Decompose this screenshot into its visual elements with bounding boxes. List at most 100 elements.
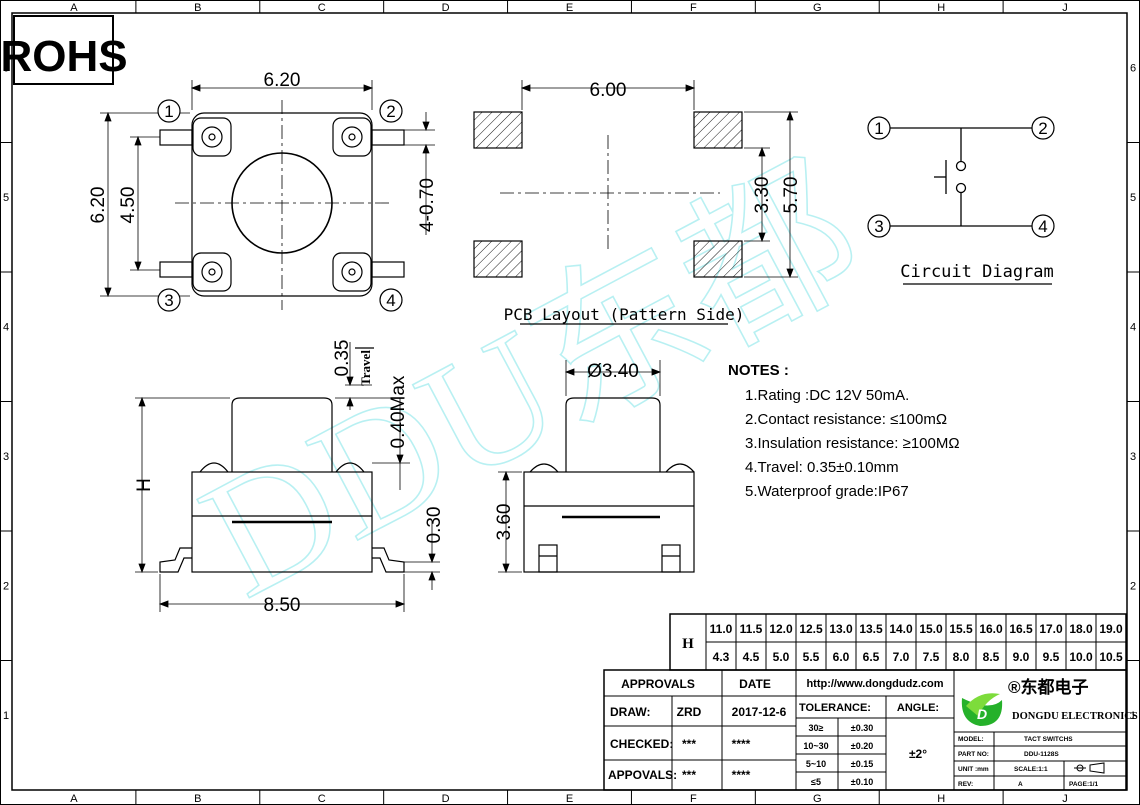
zone-col-bottom: C <box>318 793 326 805</box>
front-lead-left <box>538 544 558 573</box>
zone-col-top: F <box>690 2 697 14</box>
side-dome-left <box>199 462 229 473</box>
zone-row-right: 2 <box>1130 580 1136 592</box>
zone-col-bottom: D <box>442 793 450 805</box>
pcb-dim-inner: 3.30 <box>752 177 773 214</box>
h-table-top-cell: 19.0 <box>1099 622 1123 636</box>
pcb-pad-tr <box>693 111 743 149</box>
side-dome-right <box>335 462 365 473</box>
top-view <box>100 80 435 310</box>
zone-row-left: 6 <box>3 62 9 74</box>
h-table-top-cell: 18.0 <box>1069 622 1093 636</box>
pcb-dim-outer: 5.70 <box>781 177 802 214</box>
front-dim-dia: Ø3.40 <box>587 361 639 382</box>
scale-label: SCALE:1:1 <box>1014 766 1048 773</box>
top-pin-4: 4 <box>386 291 395 310</box>
h-table-top-cell: 13.5 <box>859 622 883 636</box>
tolerance-range-2: 10~30 <box>803 741 828 751</box>
h-table-bottom-cell: 8.5 <box>983 650 1000 664</box>
zone-col-top: E <box>566 2 573 14</box>
note-2: 2.Contact resistance: ≤100mΩ <box>745 411 947 428</box>
zone-col-bottom: J <box>1062 793 1068 805</box>
rev-value: A <box>1018 781 1023 788</box>
side-lead-right <box>372 547 405 573</box>
zone-row-right: 5 <box>1130 192 1136 204</box>
circuit-pin-1: 1 <box>874 119 883 138</box>
top-lead-1 <box>159 129 193 146</box>
h-table-top-cell: 11.0 <box>710 622 733 636</box>
rohs-label: ROHS <box>0 32 127 81</box>
circuit-diagram <box>890 127 1052 285</box>
angle-label: ANGLE: <box>897 702 939 714</box>
unit-label: UNIT :mm <box>958 766 989 773</box>
front-dome-right <box>665 463 695 473</box>
top-dim-inner: 4.50 <box>118 187 139 224</box>
tolerance-range-1: 30≥ <box>809 723 824 733</box>
company-logo: D <box>961 693 1003 726</box>
zone-col-top: B <box>194 2 201 14</box>
pcb-pad-br <box>693 240 743 278</box>
zone-col-bottom: F <box>690 793 697 805</box>
top-corner-tr <box>332 117 372 157</box>
h-table-top-cell: 11.5 <box>740 622 763 636</box>
website-text: http://www.dongdudz.com <box>806 678 943 690</box>
pcb-pad-bl <box>473 240 523 278</box>
pcb-dim-width: 6.00 <box>590 80 627 101</box>
tolerance-value-1: ±0.30 <box>851 723 873 733</box>
page-label: PAGE:1/1 <box>1069 781 1099 788</box>
pcb-title: PCB Layout (Pattern Side) <box>504 305 745 324</box>
checked-date: **** <box>732 737 751 751</box>
tolerance-value-2: ±0.20 <box>851 741 873 751</box>
company-name-cn: ®东都电子 <box>1008 677 1089 697</box>
h-table-top-cell: 16.5 <box>1009 622 1033 636</box>
h-table-bottom-cell: 4.3 <box>713 650 730 664</box>
notes-title: NOTES : <box>728 362 789 379</box>
h-table-bottom-cell: 5.0 <box>773 650 790 664</box>
tolerance-value-3: ±0.15 <box>851 759 873 769</box>
company-name-en: DONGDU ELECTRONICS <box>1012 711 1138 722</box>
front-body <box>523 471 695 573</box>
zone-col-top: G <box>813 2 822 14</box>
top-lead-3 <box>159 261 193 278</box>
h-table-bottom-cell: 4.5 <box>743 650 760 664</box>
note-5: 5.Waterproof grade:IP67 <box>745 483 909 500</box>
zone-col-top: D <box>442 2 450 14</box>
h-table-bottom-cell: 7.0 <box>893 650 910 664</box>
top-corner-br <box>332 252 372 292</box>
draw-date: 2017-12-6 <box>732 705 787 719</box>
top-lead-2 <box>371 129 405 146</box>
h-table-top-cell: 13.0 <box>829 622 853 636</box>
zone-col-top: J <box>1062 2 1068 14</box>
zone-row-left: 5 <box>3 192 9 204</box>
part-value: DDU-1128S <box>1024 751 1059 758</box>
note-3: 3.Insulation resistance: ≥100MΩ <box>745 435 960 452</box>
side-dim-width: 8.50 <box>264 595 301 616</box>
side-travel-label: Travel <box>358 350 373 386</box>
note-1: 1.Rating :DC 12V 50mA. <box>745 387 909 404</box>
h-table-bottom-cell: 10.5 <box>1099 650 1123 664</box>
checked-name: *** <box>682 737 696 751</box>
zone-col-bottom: H <box>937 793 945 805</box>
tolerance-label: TOLERANCE: <box>799 702 871 714</box>
zone-col-bottom: G <box>813 793 822 805</box>
top-lead-4 <box>371 261 405 278</box>
zone-row-left: 4 <box>3 321 9 333</box>
title-block-text: APPROVALS DATE http://www.dongdudz.com D… <box>608 677 944 787</box>
top-dim-width: 6.20 <box>264 70 301 91</box>
side-view-labels: 0.35 Travel 0.40Max H 0.30 8.50 <box>134 340 445 616</box>
top-corner-tl <box>192 117 232 157</box>
front-actuator <box>565 397 661 472</box>
zone-col-top: C <box>318 2 326 14</box>
rev-label: REV: <box>958 781 973 788</box>
h-table-top-cell: 12.0 <box>769 622 793 636</box>
top-dim-height: 6.20 <box>88 187 109 224</box>
appovals-date: **** <box>732 768 751 782</box>
circuit-contact-top <box>955 160 967 172</box>
checked-label: CHECKED: <box>610 737 673 751</box>
zone-row-right: 4 <box>1130 321 1136 333</box>
h-table-bottom-cell: 5.5 <box>803 650 820 664</box>
zone-col-bottom: A <box>70 793 78 805</box>
top-view-labels: 6.20 6.20 4.50 4-0.70 <box>88 70 438 232</box>
